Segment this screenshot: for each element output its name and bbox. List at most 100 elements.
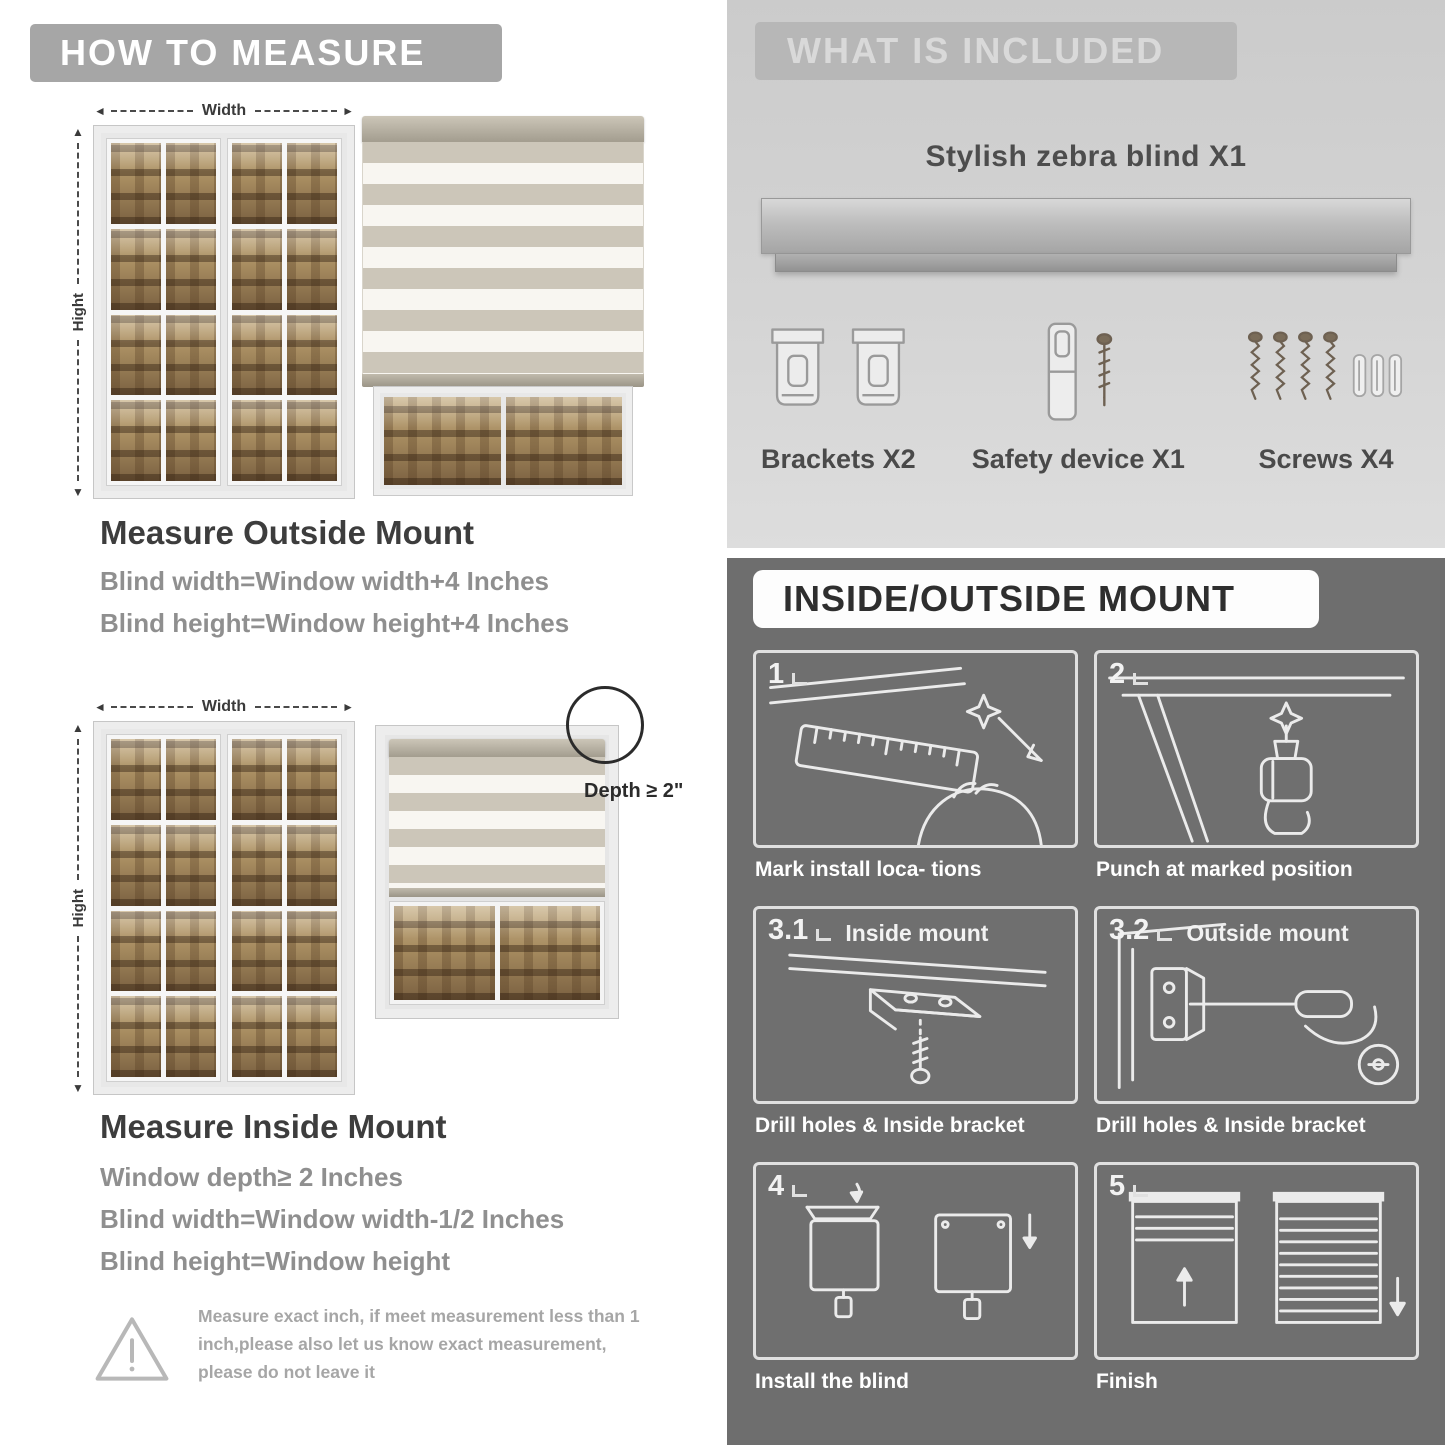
- step-2-panel: 2: [1094, 650, 1419, 848]
- arrow-up-icon: ▲: [72, 721, 84, 735]
- zebra-blind-stripes: [389, 757, 605, 888]
- dimension-line: [255, 110, 338, 112]
- step-3-2-head: 3.2 Outside mount: [1109, 914, 1349, 947]
- step-number: 3.2: [1109, 914, 1150, 946]
- dimension-line: [77, 739, 79, 880]
- what-is-included-title: WHAT IS INCLUDED: [787, 30, 1165, 71]
- width-dimension: ◄ Width ►: [94, 692, 354, 722]
- step-3-2-caption: Drill holes & Inside bracket: [1096, 1114, 1366, 1137]
- step-3-1: 3.1 Inside mount Drill holes & Inside br…: [753, 906, 1078, 1162]
- blind-bottom-rail: [362, 374, 644, 387]
- step-5: 5 Finish: [1094, 1162, 1419, 1418]
- dimension-line: [110, 110, 193, 112]
- inside-window-figure: ◄ Width ► ▲ Hight ▼: [62, 692, 355, 1095]
- corner-mark: [792, 1185, 808, 1197]
- step-4-panel: 4: [753, 1162, 1078, 1360]
- outside-mount-rule-width: Blind width=Window width+4 Inches: [100, 566, 549, 596]
- width-dimension: ◄ Width ►: [94, 96, 354, 126]
- finish-illustration: [1128, 1191, 1406, 1324]
- step-2-head: 2: [1109, 658, 1149, 691]
- product-name: Stylish zebra blind X1: [925, 140, 1247, 173]
- arrow-left-icon: ◄: [94, 104, 106, 118]
- drill-position-illustration: [1108, 676, 1405, 843]
- outside-mount-heading: Measure Outside Mount: [100, 514, 475, 551]
- blind-cassette: [362, 116, 644, 142]
- mount-title: INSIDE/OUTSIDE MOUNT: [783, 578, 1236, 619]
- inside-bracket-illustration: [788, 953, 1047, 1085]
- corner-mark: [816, 929, 832, 941]
- inside-mount-heading: Measure Inside Mount: [100, 1108, 447, 1145]
- arrow-up-icon: ▲: [72, 125, 84, 139]
- arrow-left-icon: ◄: [94, 700, 106, 714]
- corner-mark: [1133, 673, 1149, 685]
- inset-blind: [389, 739, 605, 897]
- what-is-included-section: WHAT IS INCLUDED Stylish zebra blind X1: [727, 0, 1445, 548]
- what-is-included-header: WHAT IS INCLUDED: [755, 22, 1237, 80]
- step-number: 5: [1109, 1170, 1126, 1202]
- step-5-caption: Finish: [1096, 1370, 1158, 1393]
- zebra-blind-headrail-image: [761, 198, 1411, 272]
- mount-instructions-section: INSIDE/OUTSIDE MOUNT: [727, 558, 1445, 1445]
- brackets-label: Brackets X2: [761, 444, 916, 474]
- included-item-brackets: Brackets X2: [761, 318, 916, 475]
- warning-triangle-icon: [95, 1317, 169, 1381]
- mount-header: INSIDE/OUTSIDE MOUNT: [753, 570, 1319, 628]
- arrow-down-icon: ▼: [72, 485, 84, 500]
- step-1-head: 1: [768, 658, 808, 691]
- step-4-caption: Install the blind: [755, 1370, 910, 1393]
- install-blind-illustration: [805, 1182, 1037, 1321]
- outside-bracket-illustration: [1117, 922, 1400, 1089]
- step-5-panel: 5: [1094, 1162, 1419, 1360]
- step-3-2: 3.2 Outside mount Drill holes & Inside b…: [1094, 906, 1419, 1162]
- step-1-caption: Mark install loca- tions: [755, 858, 982, 881]
- step-2: 2 Punch at marked position: [1094, 650, 1419, 906]
- headrail-bottom-lip: [775, 254, 1397, 272]
- depth-callout-circle: [566, 686, 644, 764]
- window-photo: [93, 125, 355, 499]
- screws-label: Screws X4: [1258, 444, 1394, 474]
- dimension-line: [77, 143, 79, 284]
- included-items-row: Brackets X2: [761, 318, 1411, 475]
- width-label: Width: [201, 698, 247, 715]
- dimension-line: [77, 340, 79, 482]
- safety-device-icon: [1016, 318, 1141, 430]
- mount-steps-grid: 1 Mark install loca- tions: [753, 650, 1419, 1418]
- window-photo: [93, 721, 355, 1095]
- height-dimension: ▲ Hight ▼: [62, 722, 94, 1094]
- blind-cassette: [389, 739, 605, 757]
- window-photo: [373, 386, 633, 496]
- outside-mount-rule-height: Blind height=Window height+4 Inches: [100, 608, 570, 638]
- step-mode-label: Inside mount: [845, 920, 989, 946]
- measure-warning: Measure exact inch, if meet measurement …: [92, 1302, 672, 1386]
- step-2-caption: Punch at marked position: [1096, 858, 1353, 881]
- inside-mount-rule-height: Blind height=Window height: [100, 1246, 450, 1276]
- step-3-1-caption: Drill holes & Inside bracket: [755, 1114, 1025, 1137]
- screws-icon: [1241, 318, 1411, 430]
- step-4-head: 4: [768, 1170, 808, 1203]
- inside-mount-rule-width: Blind width=Window width-1/2 Inches: [100, 1204, 565, 1234]
- inside-blind-figure: [375, 725, 619, 1019]
- safety-device-label: Safety device X1: [971, 444, 1185, 474]
- step-4: 4 Install the blind: [753, 1162, 1078, 1418]
- included-item-safety-device: Safety device X1: [972, 318, 1185, 475]
- step-5-head: 5: [1109, 1170, 1149, 1203]
- step-number: 4: [768, 1170, 785, 1202]
- height-label: Hight: [69, 888, 87, 928]
- arrow-down-icon: ▼: [72, 1081, 84, 1096]
- height-dimension: ▲ Hight ▼: [62, 126, 94, 498]
- step-3-2-panel: 3.2 Outside mount: [1094, 906, 1419, 1104]
- outside-blind-figure: [362, 116, 644, 496]
- corner-mark: [792, 673, 808, 685]
- how-to-measure-title: HOW TO MEASURE: [60, 32, 426, 73]
- step-number: 1: [768, 658, 785, 690]
- step-3-1-panel: 3.1 Inside mount: [753, 906, 1078, 1104]
- how-to-measure-header: HOW TO MEASURE: [30, 24, 502, 82]
- dimension-line: [77, 936, 79, 1078]
- width-label: Width: [201, 102, 247, 119]
- step-number: 2: [1109, 658, 1126, 690]
- how-to-measure-section: HOW TO MEASURE ◄ Width ► ▲ Hight ▼: [0, 0, 718, 1445]
- included-item-screws: Screws X4: [1241, 318, 1411, 475]
- outside-window-figure: ◄ Width ► ▲ Hight ▼: [62, 96, 355, 499]
- headrail-top-bar: [761, 198, 1411, 254]
- corner-mark: [1133, 1185, 1149, 1197]
